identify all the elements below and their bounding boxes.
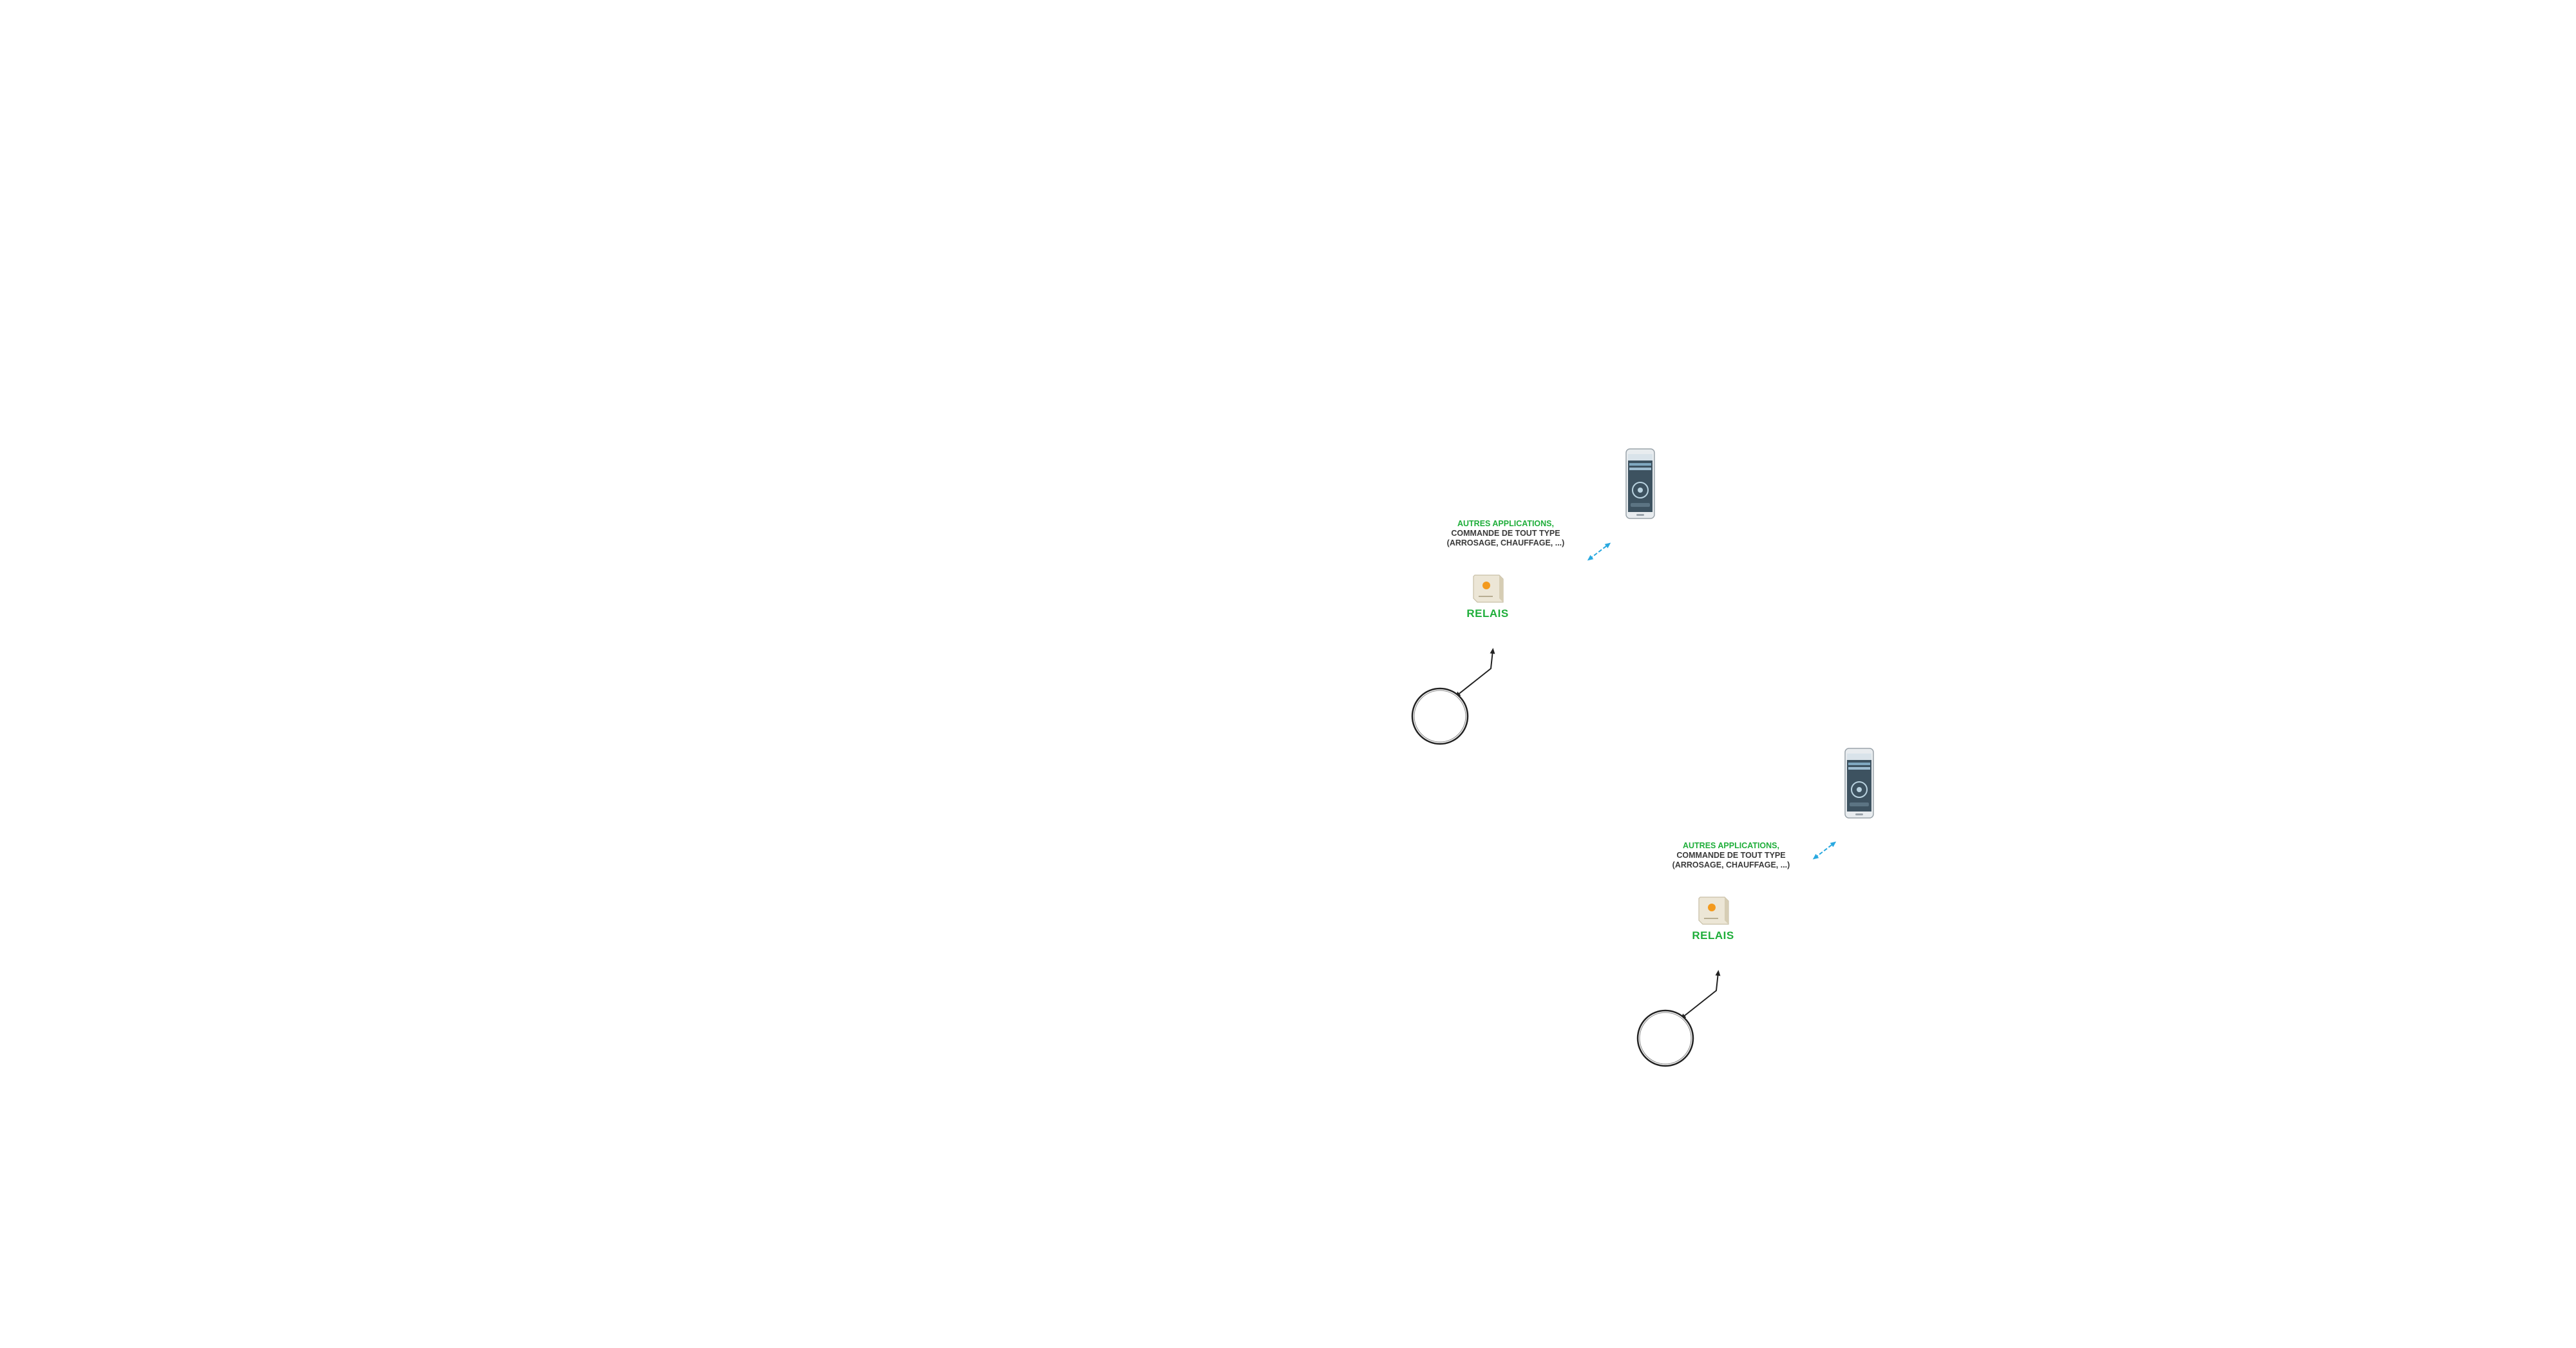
wireless-link-arrow bbox=[1812, 841, 1837, 860]
hub-to-relay-arrow bbox=[1454, 648, 1495, 698]
caption-line-3: (ARROSAGE, CHAUFFAGE, ...) bbox=[1672, 860, 1790, 869]
applications-caption: AUTRES APPLICATIONS, COMMANDE DE TOUT TY… bbox=[1660, 841, 1802, 870]
relay-box-icon bbox=[1698, 897, 1729, 925]
hub-to-relay-arrow bbox=[1680, 970, 1721, 1020]
connection-links bbox=[1454, 542, 1611, 698]
caption-highlight: AUTRES APPLICATIONS, bbox=[1682, 841, 1779, 850]
caption-line-3: (ARROSAGE, CHAUFFAGE, ...) bbox=[1446, 538, 1565, 547]
relay-application-group-2: AUTRES APPLICATIONS, COMMANDE DE TOUT TY… bbox=[1610, 748, 2190, 1121]
relay-box-icon bbox=[1473, 574, 1504, 603]
relay-label: RELAIS bbox=[1466, 607, 1509, 620]
caption-highlight: AUTRES APPLICATIONS, bbox=[1457, 519, 1554, 528]
smartphone-icon bbox=[1625, 448, 1655, 519]
hub-circle-icon bbox=[1411, 687, 1469, 745]
smartphone-icon bbox=[1844, 748, 1874, 819]
relay-label: RELAIS bbox=[1692, 929, 1734, 942]
applications-caption: AUTRES APPLICATIONS, COMMANDE DE TOUT TY… bbox=[1435, 519, 1577, 548]
hub-circle-icon bbox=[1636, 1009, 1694, 1067]
caption-line-2: COMMANDE DE TOUT TYPE bbox=[1676, 851, 1786, 860]
caption-line-2: COMMANDE DE TOUT TYPE bbox=[1451, 529, 1560, 538]
relay-application-group-1: AUTRES APPLICATIONS, COMMANDE DE TOUT TY… bbox=[1385, 438, 1964, 799]
wireless-link-arrow bbox=[1587, 542, 1611, 561]
connection-links bbox=[1680, 841, 1837, 1020]
